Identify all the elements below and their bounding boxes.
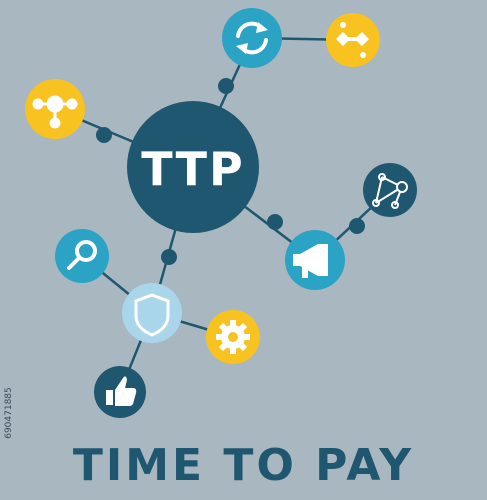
share-network-icon <box>372 173 408 209</box>
network-nodes-node <box>25 79 85 139</box>
gear-node <box>206 310 260 364</box>
megaphone-icon <box>293 244 328 278</box>
search-node <box>55 229 109 283</box>
network-nodes-icon <box>32 95 78 129</box>
shield-icon <box>134 293 170 337</box>
search-icon <box>67 240 97 270</box>
connector-dots <box>96 78 365 265</box>
megaphone-node <box>285 230 345 290</box>
stock-id-watermark: 690471885 <box>4 387 14 439</box>
connection-icon <box>335 22 370 58</box>
hub-label: TTP <box>141 142 245 196</box>
thumbs-up-icon <box>106 376 137 406</box>
hub-circle <box>127 101 259 233</box>
shield-node <box>122 283 182 343</box>
connection-node <box>326 13 380 67</box>
refresh-node <box>222 8 282 68</box>
gear-icon <box>216 320 250 354</box>
share-network-node <box>363 163 417 217</box>
thumbs-up-node <box>94 366 146 418</box>
diagram-title: TIME TO PAY <box>72 440 415 491</box>
